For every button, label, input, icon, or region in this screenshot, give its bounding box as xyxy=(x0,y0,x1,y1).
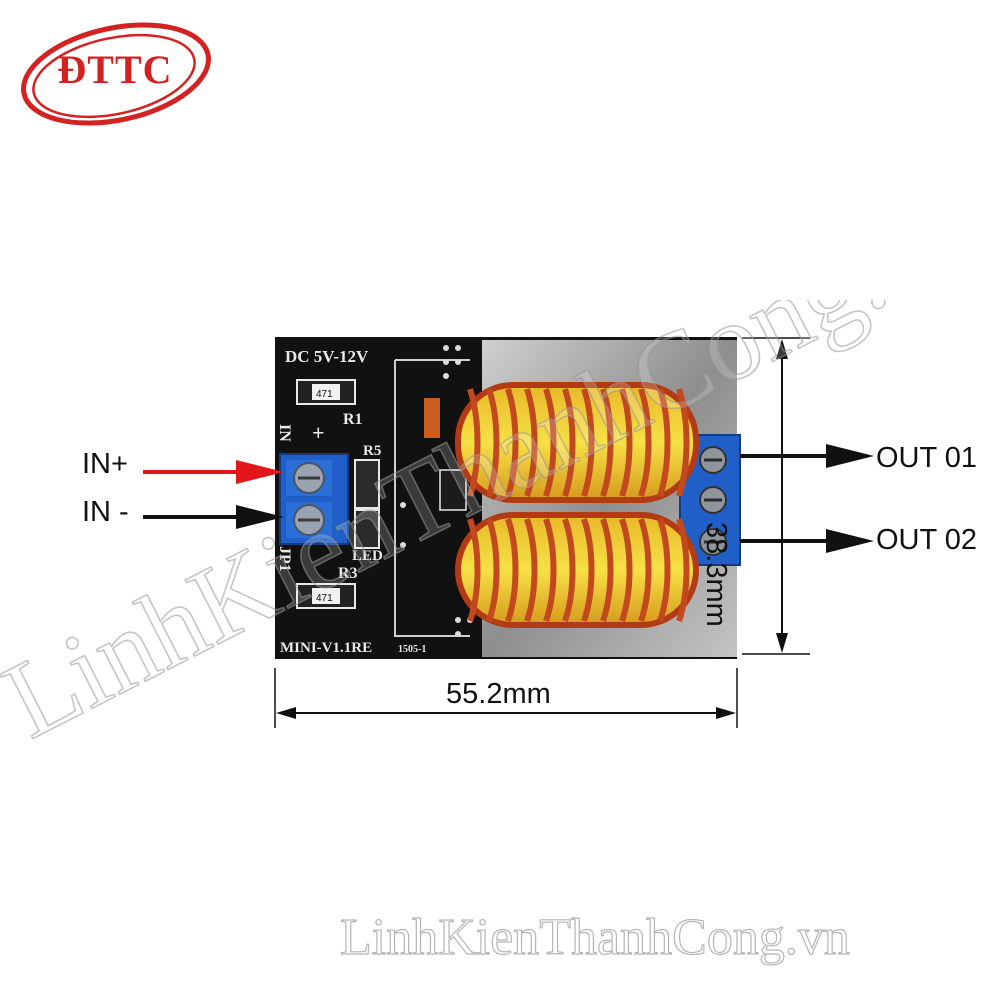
coil-winding xyxy=(676,518,690,622)
coil-winding xyxy=(676,388,690,497)
label-width: 55.2mm xyxy=(446,678,551,710)
silk-code-r1: 471 xyxy=(316,389,333,400)
coil-winding xyxy=(467,388,481,497)
coil-winding xyxy=(505,518,519,622)
coil-winding xyxy=(600,518,614,622)
coil-winding xyxy=(657,518,671,622)
coil-winding xyxy=(543,518,557,622)
toroid-coil-lower xyxy=(455,512,699,628)
silk-model: MINI-V1.1RE xyxy=(280,640,372,656)
coil-winding xyxy=(638,518,652,622)
coil-winding xyxy=(581,388,595,497)
label-in-plus: IN+ xyxy=(82,448,128,480)
silk-r3: R3 xyxy=(338,565,358,582)
coil-winding xyxy=(543,388,557,497)
label-height: 38.3mm xyxy=(700,522,732,627)
zener-diode xyxy=(424,398,440,438)
silk-code-r3: 471 xyxy=(316,593,333,604)
silk-voltage: DC 5V-12V xyxy=(285,347,369,366)
coil-winding xyxy=(619,388,633,497)
coil-winding xyxy=(581,518,595,622)
silk-plus: + xyxy=(312,420,325,445)
silk-r5: R5 xyxy=(363,443,381,459)
resistor-r5 xyxy=(354,459,380,509)
coil-winding xyxy=(467,518,481,622)
coil-winding xyxy=(657,388,671,497)
coil-winding xyxy=(619,518,633,622)
coil-winding xyxy=(524,388,538,497)
coil-winding xyxy=(524,518,538,622)
silk-date: 1505-1 xyxy=(398,644,426,655)
silk-in: IN xyxy=(276,424,293,442)
silk-led: LED xyxy=(352,548,383,564)
logo-text: ĐTTC xyxy=(57,47,173,92)
watermark-bottom-text: LinhKienThanhCong.vn xyxy=(339,908,850,966)
silk-r1: R1 xyxy=(343,411,363,428)
toroid-coil-upper xyxy=(455,382,699,503)
coil-winding xyxy=(505,388,519,497)
coil-winding xyxy=(562,388,576,497)
label-out-02: OUT 02 xyxy=(876,524,978,556)
label-in-minus: IN - xyxy=(82,496,129,528)
coil-winding xyxy=(486,388,500,497)
led xyxy=(354,509,380,549)
coil-winding xyxy=(486,518,500,622)
coil-winding xyxy=(600,388,614,497)
coil-winding xyxy=(562,518,576,622)
brand-logo xyxy=(21,22,211,126)
coil-winding xyxy=(638,388,652,497)
silk-jp1: JP1 xyxy=(276,546,293,572)
watermark-diagonal: LinhKienThanhCong.vn xyxy=(0,300,1000,762)
label-out-01: OUT 01 xyxy=(876,442,978,474)
